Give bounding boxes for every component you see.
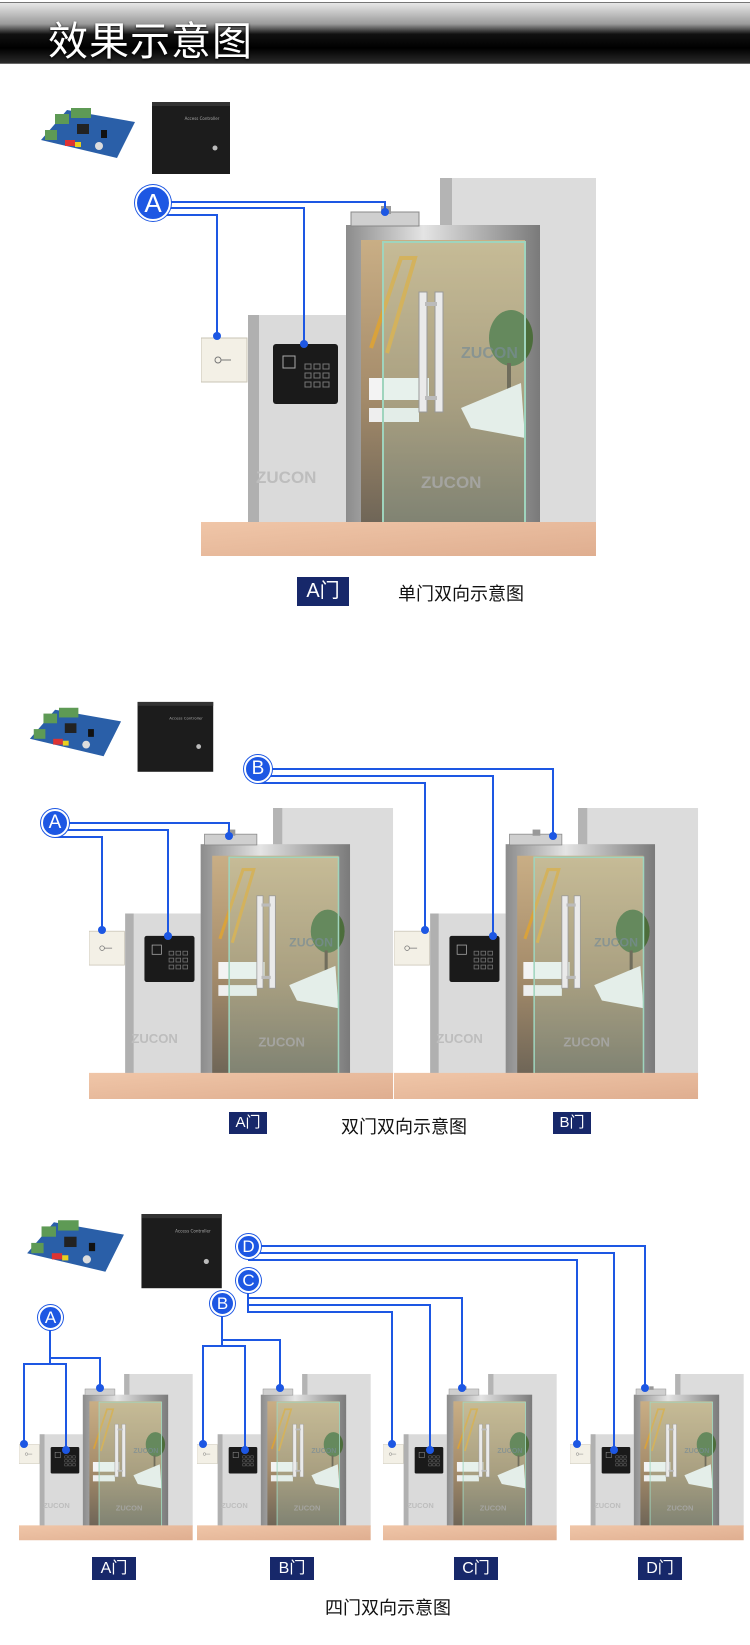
door-scene: ZUCON ZUCON ZUCON [19,1374,193,1541]
glass-door [649,1401,713,1531]
door-scene: ZUCON ZUCON ZUCON [570,1374,744,1541]
magnetic-lock [84,1388,116,1396]
header-title: 效果示意图 [48,19,253,65]
svg-text:ZUCON: ZUCON [116,1503,143,1512]
glass-door [98,1401,162,1531]
svg-text:ZUCON: ZUCON [667,1503,694,1512]
floor [394,1072,699,1100]
card-reader [601,1447,631,1474]
door-handle [292,1423,297,1478]
floor [197,1525,371,1541]
magnetic-lock [509,833,563,846]
glass-door [533,856,645,1082]
badge-a-section3: A [38,1305,63,1330]
magnetic-lock [448,1388,480,1396]
door-tag-c: C门 [454,1557,498,1580]
badge-a-section1: A [135,185,171,221]
svg-text:ZUCON: ZUCON [497,1448,522,1455]
svg-text:ZUCON: ZUCON [294,1503,321,1512]
floor [383,1525,557,1541]
svg-text:ZUCON: ZUCON [256,468,316,487]
svg-text:ZUCON: ZUCON [563,1035,610,1050]
access-controller: Access Controller [37,100,237,184]
wire [248,1245,646,1388]
svg-text:ZUCON: ZUCON [43,1501,70,1510]
wire [247,1280,463,1388]
magnetic-lock [262,1388,294,1396]
svg-text:ZUCON: ZUCON [594,936,638,950]
section3-title: 四门双向示意图 [325,1598,451,1619]
door-tag-b: B门 [270,1557,314,1580]
door-scene: ZUCON ZUCON ZUCON [201,178,596,556]
svg-text:ZUCON: ZUCON [421,473,481,492]
controller-board [41,108,135,158]
magnetic-lock [635,1388,667,1396]
svg-text:Access Controller: Access Controller [175,1229,211,1234]
door-tag-b: B门 [553,1112,591,1134]
glass-door [382,241,526,533]
svg-text:ZUCON: ZUCON [311,1448,336,1455]
svg-text:ZUCON: ZUCON [436,1031,482,1046]
svg-text:ZUCON: ZUCON [289,936,333,950]
controller-box: Access Controller [141,1214,222,1289]
svg-text:ZUCON: ZUCON [461,345,518,362]
door-tag-d: D门 [638,1557,682,1580]
svg-text:ZUCON: ZUCON [258,1035,305,1050]
svg-text:ZUCON: ZUCON [221,1501,248,1510]
section-header: 效果示意图 [0,2,750,65]
floor [19,1525,193,1541]
door-tag-a: A门 [297,577,349,606]
floor [570,1525,744,1541]
svg-text:ZUCON: ZUCON [684,1448,709,1455]
door-handle [478,1423,483,1478]
controller-board [29,707,122,757]
svg-text:ZUCON: ZUCON [407,1501,434,1510]
door-tag-a: A门 [229,1112,267,1134]
svg-text:ZUCON: ZUCON [133,1448,158,1455]
door-handle [665,1423,670,1478]
door-scene: ZUCON ZUCON ZUCON [89,808,394,1100]
badge-d-section3: D [236,1234,261,1259]
access-controller: Access Controller [23,1212,229,1299]
door-scene: ZUCON ZUCON ZUCON [197,1374,371,1541]
door-handle [561,895,569,989]
door-tag-a: A门 [92,1557,136,1580]
floor [201,522,596,556]
controller-box: Access Controller [137,701,214,772]
floor [89,1072,394,1100]
badge-b-section3: B [210,1291,235,1316]
section2-title: 双门双向示意图 [341,1117,467,1138]
badge-b-section2: B [244,755,272,783]
controller-box: Access Controller [152,102,230,174]
svg-text:ZUCON: ZUCON [131,1031,178,1046]
access-controller: Access Controller [26,700,220,781]
svg-text:ZUCON: ZUCON [480,1503,507,1512]
svg-text:Access Controller: Access Controller [185,116,220,121]
door-handle [114,1423,119,1478]
svg-text:Access Controller: Access Controller [169,715,203,720]
badge-c-section3: C [236,1268,261,1293]
magnetic-lock [204,833,258,846]
door-scene: ZUCON ZUCON ZUCON [394,808,699,1100]
magnetic-lock [350,211,420,227]
svg-text:ZUCON: ZUCON [594,1501,621,1510]
door-handle [256,895,264,989]
door-handle [418,291,428,413]
door-scene: ZUCON ZUCON ZUCON [383,1374,557,1541]
section1-title: 单门双向示意图 [398,584,524,605]
badge-a-section2: A [41,809,69,837]
controller-board [27,1220,124,1272]
